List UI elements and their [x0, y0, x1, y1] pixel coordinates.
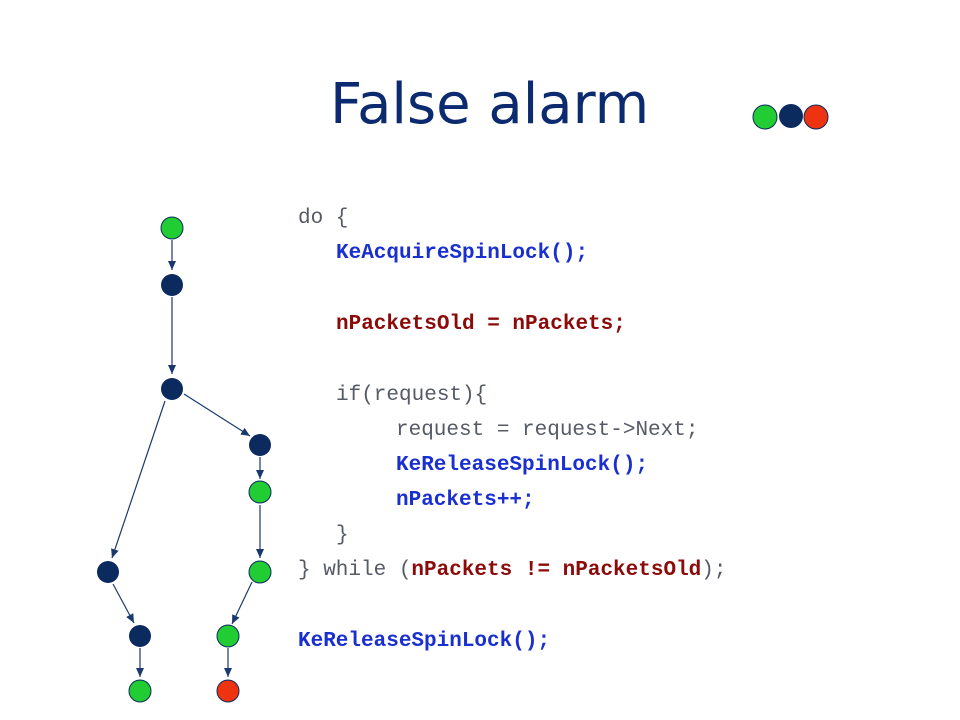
code-line-next: request = request->Next; — [396, 419, 699, 442]
graph-node-2 — [161, 274, 183, 296]
code-line-release-inner: KeReleaseSpinLock(); — [396, 454, 649, 477]
logo-dot-red — [803, 104, 829, 130]
slide-title: False alarm — [330, 72, 650, 137]
code-while-condition: nPackets != nPacketsOld — [411, 559, 702, 582]
graph-node-5 — [248, 480, 272, 504]
edge-6-8 — [112, 583, 135, 624]
code-line-release-final: KeReleaseSpinLock(); — [298, 630, 551, 653]
edge-3-4 — [183, 393, 251, 437]
graph-node-11 — [216, 679, 240, 703]
code-line-while: } while (nPackets != nPacketsOld); — [298, 559, 727, 583]
logo-dot-navy — [779, 104, 803, 128]
code-line-if: if(request){ — [336, 384, 488, 407]
logo-dots — [752, 104, 829, 130]
graph-node-8 — [129, 625, 151, 647]
code-line-do: do { — [298, 207, 349, 230]
graph-node-9 — [216, 624, 240, 648]
edge-3-6 — [111, 400, 166, 559]
graph-node-1 — [160, 216, 184, 240]
graph-node-3 — [161, 378, 183, 400]
code-while-prefix: } while ( — [298, 559, 412, 582]
graph-node-7 — [248, 560, 272, 584]
code-line-close-if: } — [336, 524, 349, 547]
graph-node-4 — [249, 434, 271, 456]
code-line-assign-old: nPacketsOld = nPackets; — [336, 313, 626, 336]
graph-node-10 — [128, 679, 152, 703]
code-line-acquire: KeAcquireSpinLock(); — [336, 242, 589, 265]
logo-dot-green — [752, 104, 778, 130]
edge-7-9 — [231, 581, 253, 625]
code-while-suffix: ); — [701, 559, 727, 582]
code-line-increment: nPackets++; — [396, 489, 535, 512]
graph-node-6 — [97, 561, 119, 583]
